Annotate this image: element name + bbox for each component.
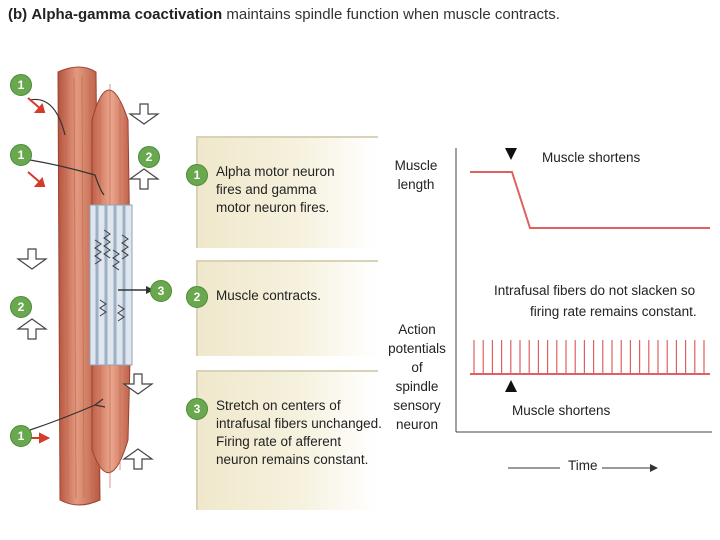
- contraction-arrow-3: [16, 248, 48, 270]
- step-box-2: [196, 260, 378, 356]
- shorten-marker-bottom: [505, 380, 517, 392]
- ap-label-line: sensory: [393, 398, 441, 413]
- step-3-line: Firing rate of afferent: [216, 434, 342, 449]
- step-1-line: motor neuron fires.: [216, 200, 330, 215]
- contraction-arrow-2: [128, 168, 160, 190]
- muscle-shortens-top: Muscle shortens: [542, 150, 641, 165]
- step-3-line: intrafusal fibers unchanged.: [216, 416, 382, 431]
- badge-2-right: 2: [138, 146, 160, 168]
- ap-label-line: of: [411, 360, 423, 375]
- spindle-lower-bundle: [91, 359, 131, 473]
- ap-label-line: Action: [398, 322, 436, 337]
- muscle-length-label-line: length: [397, 177, 435, 192]
- step-box-3: [196, 370, 378, 510]
- title-label: (b): [8, 6, 28, 23]
- muscle-length-label-line: Muscle: [394, 158, 438, 173]
- step-badge-1: 1: [186, 164, 208, 186]
- contraction-arrow-1: [128, 103, 160, 125]
- badge-1-alpha-top: 1: [10, 74, 32, 96]
- step-box-1: [196, 136, 378, 248]
- step-text-2: Muscle contracts.: [216, 287, 321, 305]
- contraction-arrow-5: [122, 373, 154, 395]
- gamma-neuron-top: [29, 159, 105, 196]
- step-text-3: Stretch on centers of intrafusal fibers …: [216, 397, 382, 469]
- title-rest: maintains spindle function when muscle c…: [226, 6, 560, 23]
- intrafusal-note-line-2: firing rate remains constant.: [530, 304, 697, 319]
- step-badge-3: 3: [186, 398, 208, 420]
- step-3-line: neuron remains constant.: [216, 452, 369, 467]
- muscle-length-trace: [470, 171, 710, 229]
- intrafusal-note-line-1: Intrafusal fibers do not slacken so: [494, 283, 696, 298]
- muscle-length-label: Muscle length: [386, 156, 446, 194]
- step-1-line: fires and gamma: [216, 182, 317, 197]
- ap-label-line: neuron: [395, 417, 439, 432]
- alpha-neuron-top: [29, 98, 66, 136]
- step-1-line: Alpha motor neuron: [216, 164, 335, 179]
- contraction-arrow-4: [16, 318, 48, 340]
- ap-label-line: potentials: [388, 341, 446, 356]
- step-badge-2: 2: [186, 286, 208, 308]
- action-potentials-label: Action potentials of spindle sensory neu…: [384, 320, 450, 434]
- badge-3: 3: [150, 280, 172, 302]
- time-axis-label: Time: [568, 458, 598, 473]
- badge-2-left: 2: [10, 296, 32, 318]
- step-text-1: Alpha motor neuron fires and gamma motor…: [216, 163, 335, 217]
- muscle-shortens-bottom: Muscle shortens: [512, 403, 611, 418]
- title-bold: Alpha-gamma coactivation: [31, 6, 223, 23]
- alpha-neuron-bottom: [29, 404, 96, 431]
- step-3-line: Stretch on centers of: [216, 398, 341, 413]
- ap-label-line: spindle: [395, 379, 439, 394]
- step-2-line: Muscle contracts.: [216, 288, 322, 303]
- badge-1-gamma: 1: [10, 144, 32, 166]
- figure-title: (b) Alpha-gamma coactivation maintains s…: [8, 6, 560, 23]
- badge-1-alpha-bottom: 1: [10, 425, 32, 447]
- extrafusal-fiber: [57, 66, 101, 506]
- shorten-marker-top: [505, 148, 517, 160]
- action-potential-trace: [470, 340, 710, 375]
- contraction-arrow-6: [122, 448, 154, 470]
